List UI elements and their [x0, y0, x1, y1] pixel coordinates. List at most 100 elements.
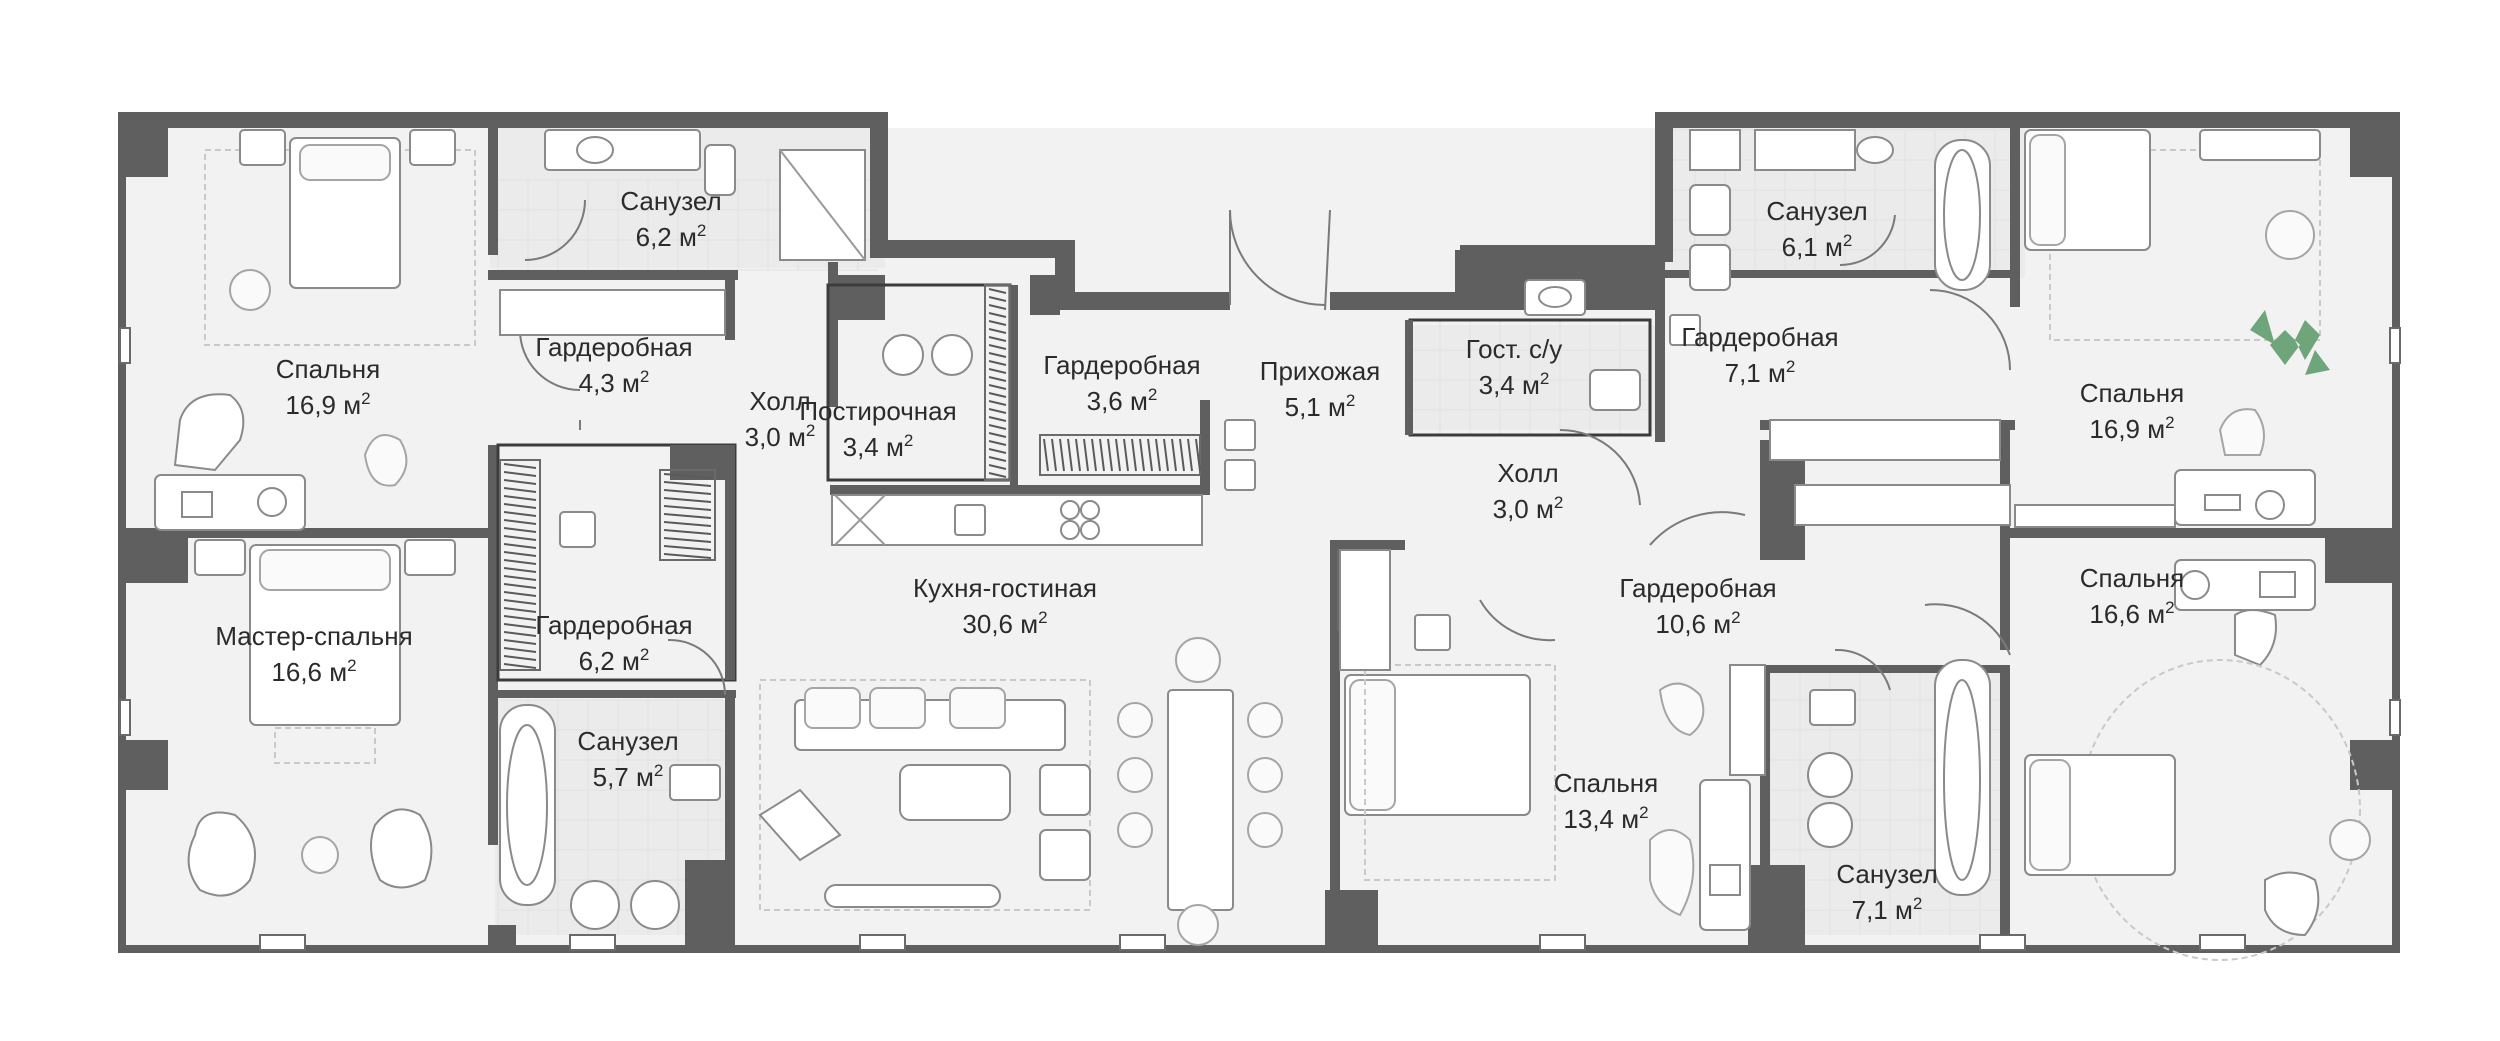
room-label-wardrobe-5: Гардеробная 10,6 м2 [1619, 573, 1776, 639]
area-unit-power: 2 [640, 367, 649, 386]
room-name: Спальня [1554, 768, 1658, 798]
area-unit-power: 2 [1843, 231, 1852, 250]
room-name: Гардеробная [535, 610, 692, 640]
area-unit-power: 2 [654, 761, 663, 780]
room-name: Гост. с/у [1466, 334, 1563, 364]
room-area: 16,6 м2 [2089, 598, 2174, 629]
room-name: Спальня [2080, 378, 2184, 408]
room-label-bathroom-2: Санузел 6,1 м2 [1766, 196, 1867, 262]
area-unit-power: 2 [640, 645, 649, 664]
room-label-bedroom-1: Спальня 16,9 м2 [276, 354, 380, 420]
room-area-value: 3,0 [745, 422, 781, 452]
room-label-kitchen-living: Кухня-гостиная 30,6 м2 [913, 573, 1097, 639]
room-label-wardrobe-2: Гардеробная 3,6 м2 [1043, 350, 1200, 416]
area-unit-power: 2 [1913, 894, 1922, 913]
furniture [154, 129, 2371, 961]
room-area: 16,9 м2 [285, 389, 370, 420]
room-name: Спальня [276, 354, 380, 384]
room-area: 10,6 м2 [1655, 608, 1740, 639]
room-area: 7,1 м2 [1725, 357, 1796, 388]
room-name: Санузел [577, 726, 678, 756]
area-unit-power: 2 [806, 421, 815, 440]
room-name: Гардеробная [1619, 573, 1776, 603]
area-unit: м [781, 422, 806, 452]
room-area-value: 6,1 [1782, 232, 1818, 262]
room-area: 6,1 м2 [1782, 231, 1853, 262]
room-area-value: 7,1 [1725, 358, 1761, 388]
room-label-wardrobe-1: Гардеробная 4,3 м2 [535, 332, 692, 398]
area-unit: м [1888, 895, 1913, 925]
area-unit: м [336, 390, 361, 420]
room-area: 6,2 м2 [579, 645, 650, 676]
room-area-value: 3,6 [1087, 386, 1123, 416]
area-unit: м [1614, 804, 1639, 834]
room-label-wardrobe-3: Гардеробная 7,1 м2 [1681, 322, 1838, 388]
room-name: Холл [1497, 458, 1558, 488]
room-area-value: 5,1 [1285, 392, 1321, 422]
area-unit-power: 2 [2165, 413, 2174, 432]
room-name: Холл [749, 386, 810, 416]
area-unit-power: 2 [1554, 493, 1563, 512]
room-label-hall-2: Холл 3,0 м2 [1493, 458, 1564, 524]
room-area: 3,0 м2 [1493, 493, 1564, 524]
room-area: 16,6 м2 [271, 656, 356, 687]
area-unit-power: 2 [1786, 357, 1795, 376]
room-area-value: 3,4 [843, 432, 879, 462]
area-unit: м [615, 368, 640, 398]
room-name: Гардеробная [1043, 350, 1200, 380]
room-area: 16,9 м2 [2089, 413, 2174, 444]
room-area-value: 16,9 [285, 390, 336, 420]
area-unit-power: 2 [904, 431, 913, 450]
room-label-guest-wc: Гост. с/у 3,4 м2 [1466, 334, 1563, 400]
room-label-bedroom-4: Спальня 13,4 м2 [1554, 768, 1658, 834]
area-unit: м [629, 762, 654, 792]
door-swings [519, 199, 2011, 696]
room-name: Гардеробная [535, 332, 692, 362]
area-unit-power: 2 [1639, 803, 1648, 822]
area-unit-power: 2 [1346, 391, 1355, 410]
room-area-value: 16,6 [271, 657, 322, 687]
room-name: Кухня-гостиная [913, 573, 1097, 603]
area-unit: м [672, 222, 697, 252]
area-unit: м [2140, 599, 2165, 629]
area-unit: м [1529, 494, 1554, 524]
room-area-value: 3,4 [1479, 370, 1515, 400]
area-unit-power: 2 [1540, 369, 1549, 388]
room-name: Гардеробная [1681, 322, 1838, 352]
room-area-value: 30,6 [962, 609, 1013, 639]
room-label-bathroom-4: Санузел 7,1 м2 [1836, 859, 1937, 925]
area-unit-power: 2 [347, 656, 356, 675]
room-area-value: 16,6 [2089, 599, 2140, 629]
room-label-bedroom-2: Спальня 16,9 м2 [2080, 378, 2184, 444]
room-area-value: 10,6 [1655, 609, 1706, 639]
room-label-wardrobe-4: Гардеробная 6,2 м2 [535, 610, 692, 676]
room-area: 4,3 м2 [579, 367, 650, 398]
room-name: Санузел [1836, 859, 1937, 889]
room-area-value: 13,4 [1563, 804, 1614, 834]
room-area: 30,6 м2 [962, 608, 1047, 639]
windows [119, 327, 2401, 951]
area-unit-power: 2 [1148, 385, 1157, 404]
area-unit: м [1515, 370, 1540, 400]
room-area: 5,1 м2 [1285, 391, 1356, 422]
area-unit: м [1818, 232, 1843, 262]
room-area: 3,4 м2 [843, 431, 914, 462]
room-area: 3,6 м2 [1087, 385, 1158, 416]
room-name: Санузел [1766, 196, 1867, 226]
area-unit: м [2140, 414, 2165, 444]
room-area: 3,0 м2 [745, 421, 816, 452]
room-area-value: 6,2 [636, 222, 672, 252]
area-unit: м [1761, 358, 1786, 388]
room-label-hall-1: Холл 3,0 м2 [745, 386, 816, 452]
area-unit: м [1321, 392, 1346, 422]
area-unit-power: 2 [1038, 608, 1047, 627]
area-unit-power: 2 [361, 389, 370, 408]
area-unit: м [322, 657, 347, 687]
room-area: 7,1 м2 [1852, 894, 1923, 925]
